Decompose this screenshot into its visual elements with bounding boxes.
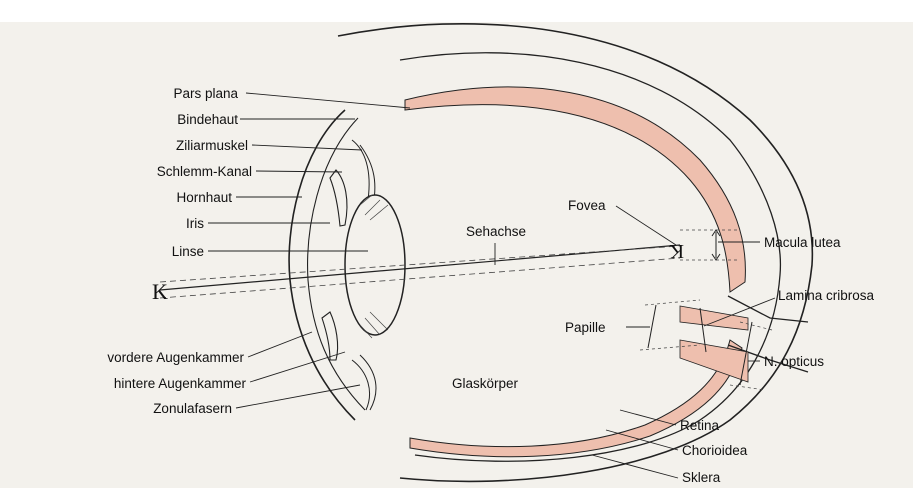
label-vordere-augenkammer: vordere Augenkammer [107, 350, 244, 365]
object-k-glyph: K [152, 279, 168, 304]
label-iris: Iris [186, 216, 204, 231]
label-pars-plana: Pars plana [173, 86, 238, 101]
label-schlemm-kanal: Schlemm-Kanal [157, 164, 252, 179]
label-retina: Retina [680, 418, 720, 433]
label-sklera: Sklera [682, 470, 721, 485]
label-lamina-cribrosa: Lamina cribrosa [778, 288, 875, 303]
label-macula-lutea: Macula lutea [764, 235, 841, 250]
label-zonulafasern: Zonulafasern [153, 401, 232, 416]
label-linse: Linse [172, 244, 204, 259]
label-ziliarmuskel: Ziliarmuskel [176, 138, 248, 153]
label-papille: Papille [565, 320, 606, 335]
label-sehachse: Sehachse [466, 224, 526, 239]
label-bindehaut: Bindehaut [177, 112, 238, 127]
label-hintere-augenkammer: hintere Augenkammer [114, 376, 247, 391]
image-k-glyph: K [669, 240, 684, 262]
label-glaskoerper: Glaskörper [452, 376, 519, 391]
label-chorioidea: Chorioidea [682, 443, 748, 458]
label-n-opticus: N. opticus [764, 354, 824, 369]
label-fovea: Fovea [568, 198, 606, 213]
label-hornhaut: Hornhaut [176, 190, 232, 205]
